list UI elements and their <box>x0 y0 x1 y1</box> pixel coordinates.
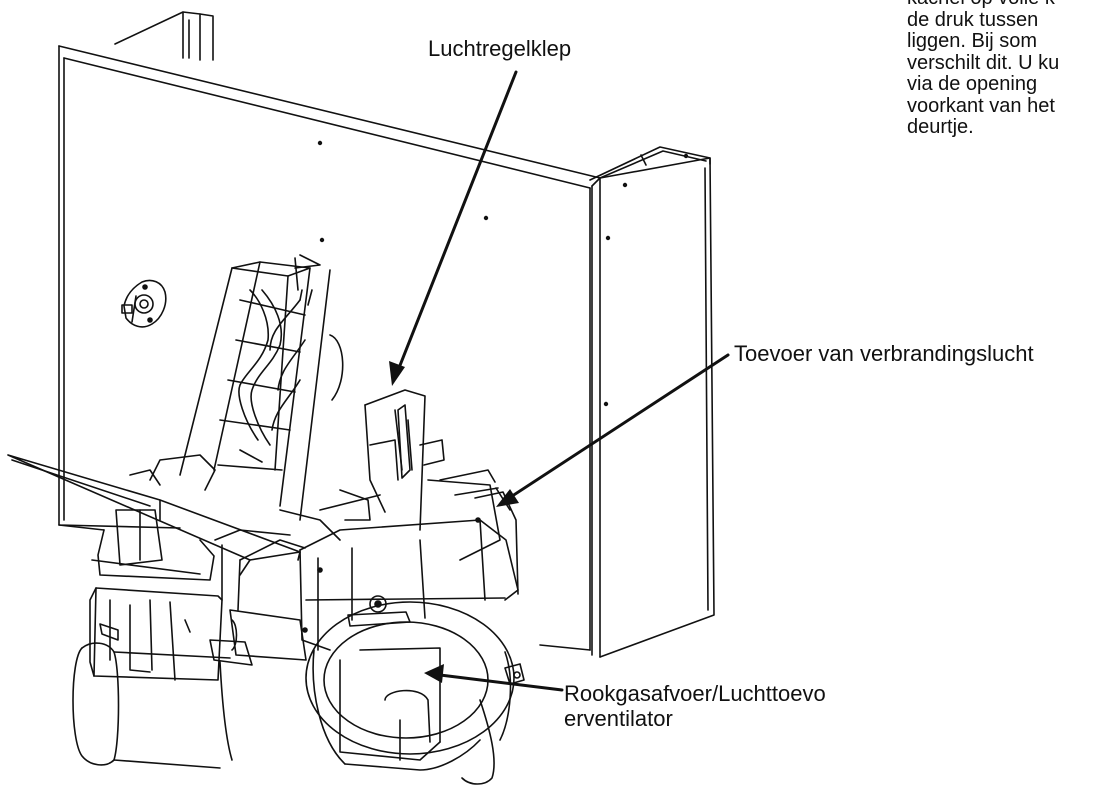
label-rookgasafvoer-line2: erventilator <box>564 706 673 731</box>
arrow-luchtregelklep <box>393 70 518 380</box>
back-panel <box>58 45 601 651</box>
cropped-instruction-text: kachel op volle k de druk tussen liggen.… <box>907 0 1094 188</box>
panel-screws <box>317 140 689 407</box>
side-panel <box>591 157 715 658</box>
auger-assembly <box>179 254 344 521</box>
combustion-air-intake <box>279 487 519 651</box>
arrow-toevoer-head <box>496 489 519 507</box>
left-tray <box>7 454 301 576</box>
leader-arrows <box>389 70 730 692</box>
label-luchtregelklep: Luchtregelklep <box>428 36 572 61</box>
corner-text-line: verschilt dit. U ku <box>907 51 1060 74</box>
rear-frame <box>114 11 711 181</box>
corner-text-line: kachel op volle k <box>907 0 1094 10</box>
arrow-rookgas-head <box>424 664 444 683</box>
auger-motor <box>72 529 307 769</box>
air-regulating-valve <box>339 389 501 561</box>
arrow-luchtregelklep-head <box>389 361 405 386</box>
corner-text-line: voorkant van het <box>907 94 1055 117</box>
corner-text-line: via de opening <box>907 73 1038 95</box>
corner-text-line: liggen. Bij som <box>907 30 1038 52</box>
thermostat-mount <box>121 279 167 328</box>
exhaust-fan <box>305 595 525 785</box>
arrow-toevoer <box>501 353 730 504</box>
corner-text-line: deurtje. <box>907 116 974 138</box>
label-toevoer-verbrandingslucht: Toevoer van verbrandingslucht <box>734 341 1034 366</box>
label-rookgasafvoer-ventilator: Rookgasafvoer/Luchttoevo erventilator <box>564 681 826 731</box>
arrow-rookgas <box>430 672 564 692</box>
corner-text-line: de druk tussen <box>907 8 1039 31</box>
label-rookgasafvoer-line1: Rookgasafvoer/Luchttoevo <box>564 681 826 706</box>
